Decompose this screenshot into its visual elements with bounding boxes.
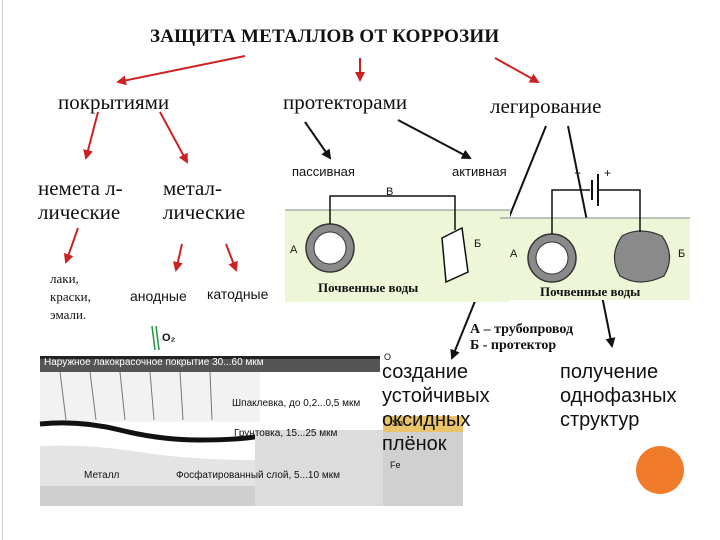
active-label-a: А: [510, 248, 518, 260]
coating-metal: метал- лические: [163, 176, 245, 224]
legend-protector: Б - протектор: [470, 338, 557, 353]
tin-fe-label: Fe: [390, 460, 401, 470]
result-oxide-line-4: плёнок: [382, 433, 447, 455]
result-oxide-films: создание устойчивых оксидных плёнок: [382, 360, 490, 456]
example-enamel: эмали.: [50, 307, 87, 322]
active-label-plus: +: [604, 166, 612, 180]
mode-active: активная: [452, 164, 507, 179]
legend: А – трубопровод Б - протектор: [470, 322, 573, 354]
coating-layers-figure: [39, 350, 380, 506]
arrow-to-anodic: [172, 243, 183, 272]
method-coatings: покрытиями: [58, 90, 170, 114]
nonmetal-examples: лаки, краски, эмали.: [50, 270, 91, 324]
metal-anodic: анодные: [130, 288, 187, 304]
arrow-to-coatings: [116, 55, 246, 86]
o2-label: O₂: [162, 332, 176, 344]
arrow-to-examples: [63, 227, 79, 264]
layer-putty-label: Шпаклевка, до 0,2...0,5 мкм: [232, 398, 361, 409]
arrow-to-cathodic: [225, 243, 238, 272]
legend-pipe: А – трубопровод: [470, 322, 574, 337]
coating-nonmetal-line-1: немета л-: [38, 176, 123, 200]
coating-nonmetal-line-2: лические: [38, 200, 121, 224]
arrow-to-nonmetal: [83, 111, 99, 160]
passive-label-a: А: [290, 244, 298, 256]
tin-o-label: O: [384, 352, 392, 362]
coating-nonmetal: немета л- лические: [38, 176, 123, 224]
page-title: ЗАЩИТА МЕТАЛЛОВ ОТ КОРРОЗИИ: [150, 26, 500, 47]
example-varnish: лаки,: [50, 271, 79, 286]
result-oxide-line-3: оксидных: [382, 409, 471, 431]
coating-metal-line-1: метал-: [163, 176, 223, 200]
layer-outer-label: Наружное лакокрасочное покрытие 30...60 …: [44, 357, 264, 368]
tin-sn-label: Sn: [392, 418, 404, 428]
mode-passive: пассивная: [292, 164, 355, 179]
left-border: [0, 0, 8, 540]
passive-soil-water: Почвенные воды: [318, 280, 419, 295]
arrow-to-passive: [304, 121, 332, 160]
active-wire: [551, 189, 590, 234]
active-soil-water: Почвенные воды: [540, 284, 641, 299]
accent-dot: [636, 446, 684, 494]
method-protectors: протекторами: [283, 90, 408, 114]
result-single-line-3: структур: [560, 409, 640, 431]
tin-coating-figure: [255, 416, 463, 506]
passive-wire: [329, 195, 456, 230]
coating-metal-line-2: лические: [163, 200, 246, 224]
result-oxide-line-1: создание: [382, 361, 468, 383]
result-single-line-1: получение: [560, 361, 659, 383]
active-label-b: Б: [678, 248, 686, 260]
passive-label-b: Б: [474, 238, 482, 250]
passive-protector: [441, 226, 469, 284]
layer-metal-label: Металл: [84, 470, 120, 481]
passive-label-v: В: [386, 186, 394, 198]
method-alloying: легирование: [490, 94, 602, 118]
example-paint: краски,: [50, 289, 91, 304]
result-single-line-2: однофазных: [560, 385, 677, 407]
arrow-to-active: [397, 119, 472, 159]
arrow-to-metal: [159, 111, 188, 164]
result-single-phase: получение однофазных структур: [560, 360, 676, 432]
metal-cathodic: катодные: [207, 286, 269, 302]
active-label-minus: −: [574, 166, 582, 180]
active-protector: [613, 230, 671, 283]
layer-phosphate-label: Фосфатированный слой, 5...10 мкм: [176, 470, 340, 481]
arrow-to-alloying: [494, 57, 540, 83]
result-oxide-line-2: устойчивых: [382, 385, 490, 407]
layer-primer-label: Грунтовка, 15...25 мкм: [234, 428, 338, 439]
